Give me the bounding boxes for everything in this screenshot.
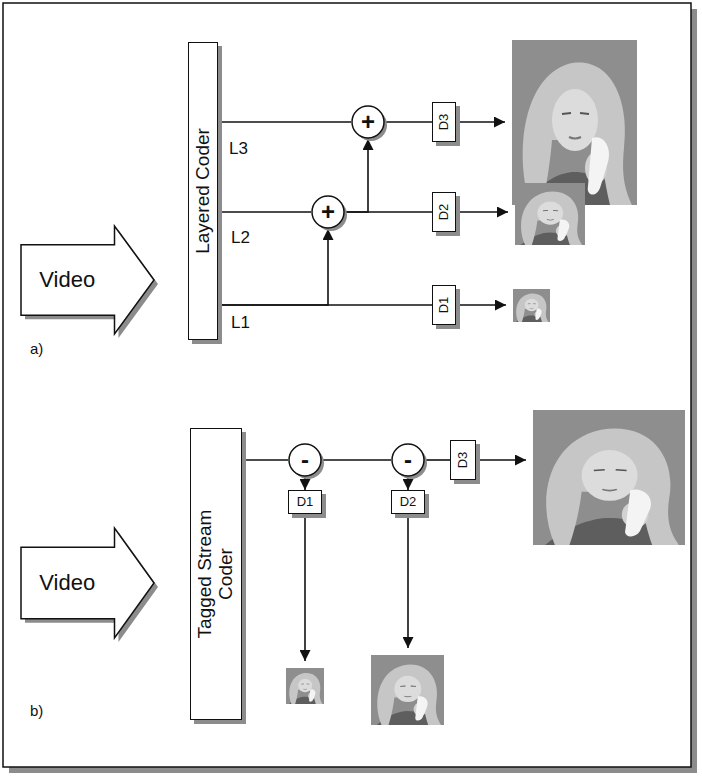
- output-arrow: [458, 304, 506, 306]
- signal-line: [218, 121, 351, 123]
- circle-shape: [312, 196, 344, 228]
- decoder-label: D3: [437, 114, 451, 131]
- outer-frame: [3, 3, 691, 767]
- operator-sign: +: [321, 199, 335, 225]
- layer-label: L1: [230, 314, 251, 333]
- signal-line: [385, 121, 432, 123]
- signal-line: [407, 477, 409, 490]
- output-photo: [512, 40, 637, 205]
- output-photo: [286, 668, 324, 704]
- arrow-shape: [21, 226, 154, 334]
- layer-label: L3: [228, 140, 249, 159]
- input-arrow: Video: [20, 527, 155, 639]
- input-label: Video: [39, 571, 95, 595]
- output-photo: [371, 655, 444, 725]
- circle-shape: [352, 106, 384, 138]
- output-photo: [515, 183, 585, 245]
- output-arrow: [407, 516, 409, 648]
- decoder-box: D2: [432, 192, 456, 232]
- signal-line: [304, 477, 306, 490]
- operator-sign: +: [361, 109, 375, 135]
- signal-line: [218, 229, 328, 305]
- circle-shape: [289, 444, 321, 476]
- coder-label: Tagged Stream Coder: [195, 504, 237, 644]
- decoder-box: D3: [432, 102, 456, 142]
- decoder-box: D3: [450, 440, 476, 480]
- coder-label: Layered Coder: [193, 128, 214, 254]
- coder-box: Tagged Stream Coder: [190, 428, 242, 720]
- subtractor-circle: -: [391, 443, 425, 477]
- panel-label: a): [30, 341, 43, 358]
- operator-sign: -: [404, 447, 412, 473]
- output-photo: [513, 289, 550, 322]
- adder-circle: +: [311, 195, 345, 229]
- subtractor-circle: -: [288, 443, 322, 477]
- circle-shape: [392, 444, 424, 476]
- signal-line: [218, 211, 311, 213]
- signal-line: [242, 459, 288, 461]
- signal-line: [322, 459, 391, 461]
- output-photo: [533, 410, 685, 545]
- signal-line: [345, 139, 368, 212]
- output-arrow: [458, 121, 505, 123]
- coder-box: Layered Coder: [188, 42, 218, 340]
- layer-label: L2: [230, 229, 251, 248]
- output-arrow: [478, 459, 526, 461]
- decoder-label: D1: [297, 495, 314, 509]
- operator-sign: -: [301, 447, 309, 473]
- panel-label: b): [30, 703, 43, 720]
- decoder-label: D2: [437, 204, 451, 221]
- input-label: Video: [39, 268, 95, 292]
- decoder-box: D1: [288, 490, 322, 514]
- signal-line: [425, 459, 450, 461]
- adder-circle: +: [351, 105, 385, 139]
- decoder-label: D1: [437, 297, 451, 314]
- output-arrow: [304, 516, 306, 661]
- decoder-label: D2: [400, 495, 417, 509]
- decoder-box: D1: [432, 285, 456, 325]
- decoder-box: D2: [391, 490, 425, 514]
- arrow-shape: [21, 528, 154, 638]
- decoder-label: D3: [456, 452, 470, 469]
- output-arrow: [458, 211, 508, 213]
- input-arrow: Video: [20, 225, 155, 335]
